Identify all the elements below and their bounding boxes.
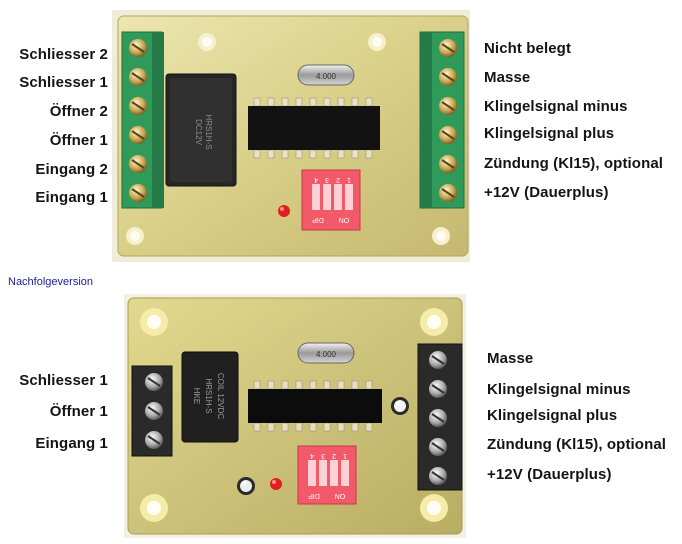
mounting-hole xyxy=(432,227,450,245)
relay: HKE HRS1H-S COIL 12VDC xyxy=(181,351,239,443)
dip-label: DIP xyxy=(308,492,320,499)
mounting-hole xyxy=(126,227,144,245)
mounting-hole xyxy=(420,494,448,522)
mounting-hole xyxy=(140,494,168,522)
pcb-board-bottom: HKE HRS1H-S COIL 12VDC 4.000 xyxy=(124,294,466,538)
terminal-block-left xyxy=(121,31,164,209)
terminal-screw xyxy=(145,373,163,391)
terminal-screw xyxy=(439,39,457,57)
terminal-screw xyxy=(429,438,447,456)
terminal-label-12v-dauerplus: +12V (Dauerplus) xyxy=(487,466,612,483)
terminal-screw xyxy=(129,68,147,86)
red-led xyxy=(278,205,290,217)
terminal-block-right xyxy=(417,343,463,491)
terminal-label-12v-dauerplus: +12V (Dauerplus) xyxy=(484,184,609,201)
terminal-label-oeffner-2: Öffner 2 xyxy=(49,103,108,120)
crystal-oscillator: 4.000 xyxy=(297,64,355,86)
dip-number: 4 xyxy=(310,452,314,459)
terminal-label-eingang-1: Eingang 1 xyxy=(35,435,108,452)
terminal-screw xyxy=(145,402,163,420)
terminal-screw xyxy=(129,97,147,115)
terminal-label-schliesser-1: Schliesser 1 xyxy=(19,372,108,389)
terminal-screw xyxy=(439,184,457,202)
dip-number: 1 xyxy=(343,452,347,459)
terminal-label-masse: Masse xyxy=(484,69,531,86)
white-led xyxy=(237,477,255,495)
dip-number: 3 xyxy=(321,452,325,459)
dip-switch: 1 2 3 4 DIP ON xyxy=(297,445,357,505)
pcb-board-top: HRS1H-S DC12V 4.000 1 2 xyxy=(112,10,470,262)
terminal-label-klingelsignal-minus: Klingelsignal minus xyxy=(484,98,628,115)
dip-number: 3 xyxy=(325,176,329,183)
terminal-block-left xyxy=(131,365,173,457)
dip-switch: 1 2 3 4 DIP ON xyxy=(301,169,361,231)
dip-label: ON xyxy=(339,216,350,223)
relay-marking: DC12V xyxy=(194,119,203,145)
dip-number: 4 xyxy=(314,176,318,183)
crystal-oscillator: 4.000 xyxy=(297,342,355,364)
mounting-hole xyxy=(420,308,448,336)
terminal-label-oeffner-1: Öffner 1 xyxy=(49,132,108,149)
relay-marking: HKE xyxy=(192,388,201,404)
relay-marking: COIL 12VDC xyxy=(216,373,225,420)
relay-marking: HRS1H-S xyxy=(204,378,213,413)
dip-number: 2 xyxy=(332,452,336,459)
terminal-label-zuendung: Zündung (Kl15), optional xyxy=(484,155,664,172)
terminal-label-eingang-1: Eingang 1 xyxy=(35,189,108,206)
terminal-label-schliesser-2: Schliesser 2 xyxy=(19,46,108,63)
terminal-label-masse: Masse xyxy=(487,350,534,367)
red-led xyxy=(270,478,282,490)
terminal-screw xyxy=(439,155,457,173)
terminal-label-nicht-belegt: Nicht belegt xyxy=(484,40,572,57)
mounting-hole xyxy=(198,33,216,51)
terminal-screw xyxy=(129,126,147,144)
mounting-hole xyxy=(140,308,168,336)
terminal-screw xyxy=(129,39,147,57)
terminal-label-klingelsignal-plus: Klingelsignal plus xyxy=(487,407,618,424)
crystal-marking: 4.000 xyxy=(316,350,337,359)
terminal-screw xyxy=(439,68,457,86)
dip-label: DIP xyxy=(312,216,324,223)
crystal-marking: 4.000 xyxy=(316,72,337,81)
dip-number: 1 xyxy=(347,176,351,183)
terminal-screw xyxy=(145,431,163,449)
terminal-screw xyxy=(429,380,447,398)
terminal-label-schliesser-1: Schliesser 1 xyxy=(19,74,108,91)
dip-label: ON xyxy=(335,492,346,499)
terminal-block-right xyxy=(419,31,465,209)
relay: HRS1H-S DC12V xyxy=(165,73,237,187)
terminal-screw xyxy=(429,409,447,427)
terminal-screw xyxy=(439,97,457,115)
relay-marking: HRS1H-S xyxy=(204,114,213,149)
terminal-label-klingelsignal-minus: Klingelsignal minus xyxy=(487,381,631,398)
mounting-hole xyxy=(368,33,386,51)
terminal-label-klingelsignal-plus: Klingelsignal plus xyxy=(484,125,615,142)
terminal-screw xyxy=(129,184,147,202)
ic-chip xyxy=(248,97,380,159)
terminal-screw xyxy=(129,155,147,173)
white-led xyxy=(391,397,409,415)
dip-number: 2 xyxy=(336,176,340,183)
terminal-label-oeffner-1: Öffner 1 xyxy=(49,403,108,420)
terminal-label-zuendung: Zündung (Kl15), optional xyxy=(487,436,667,453)
ic-chip xyxy=(248,380,382,432)
terminal-screw xyxy=(439,126,457,144)
terminal-label-eingang-2: Eingang 2 xyxy=(35,161,108,178)
terminal-screw xyxy=(429,351,447,369)
terminal-screw xyxy=(429,467,447,485)
caption-nachfolgeversion: Nachfolgeversion xyxy=(8,276,93,288)
